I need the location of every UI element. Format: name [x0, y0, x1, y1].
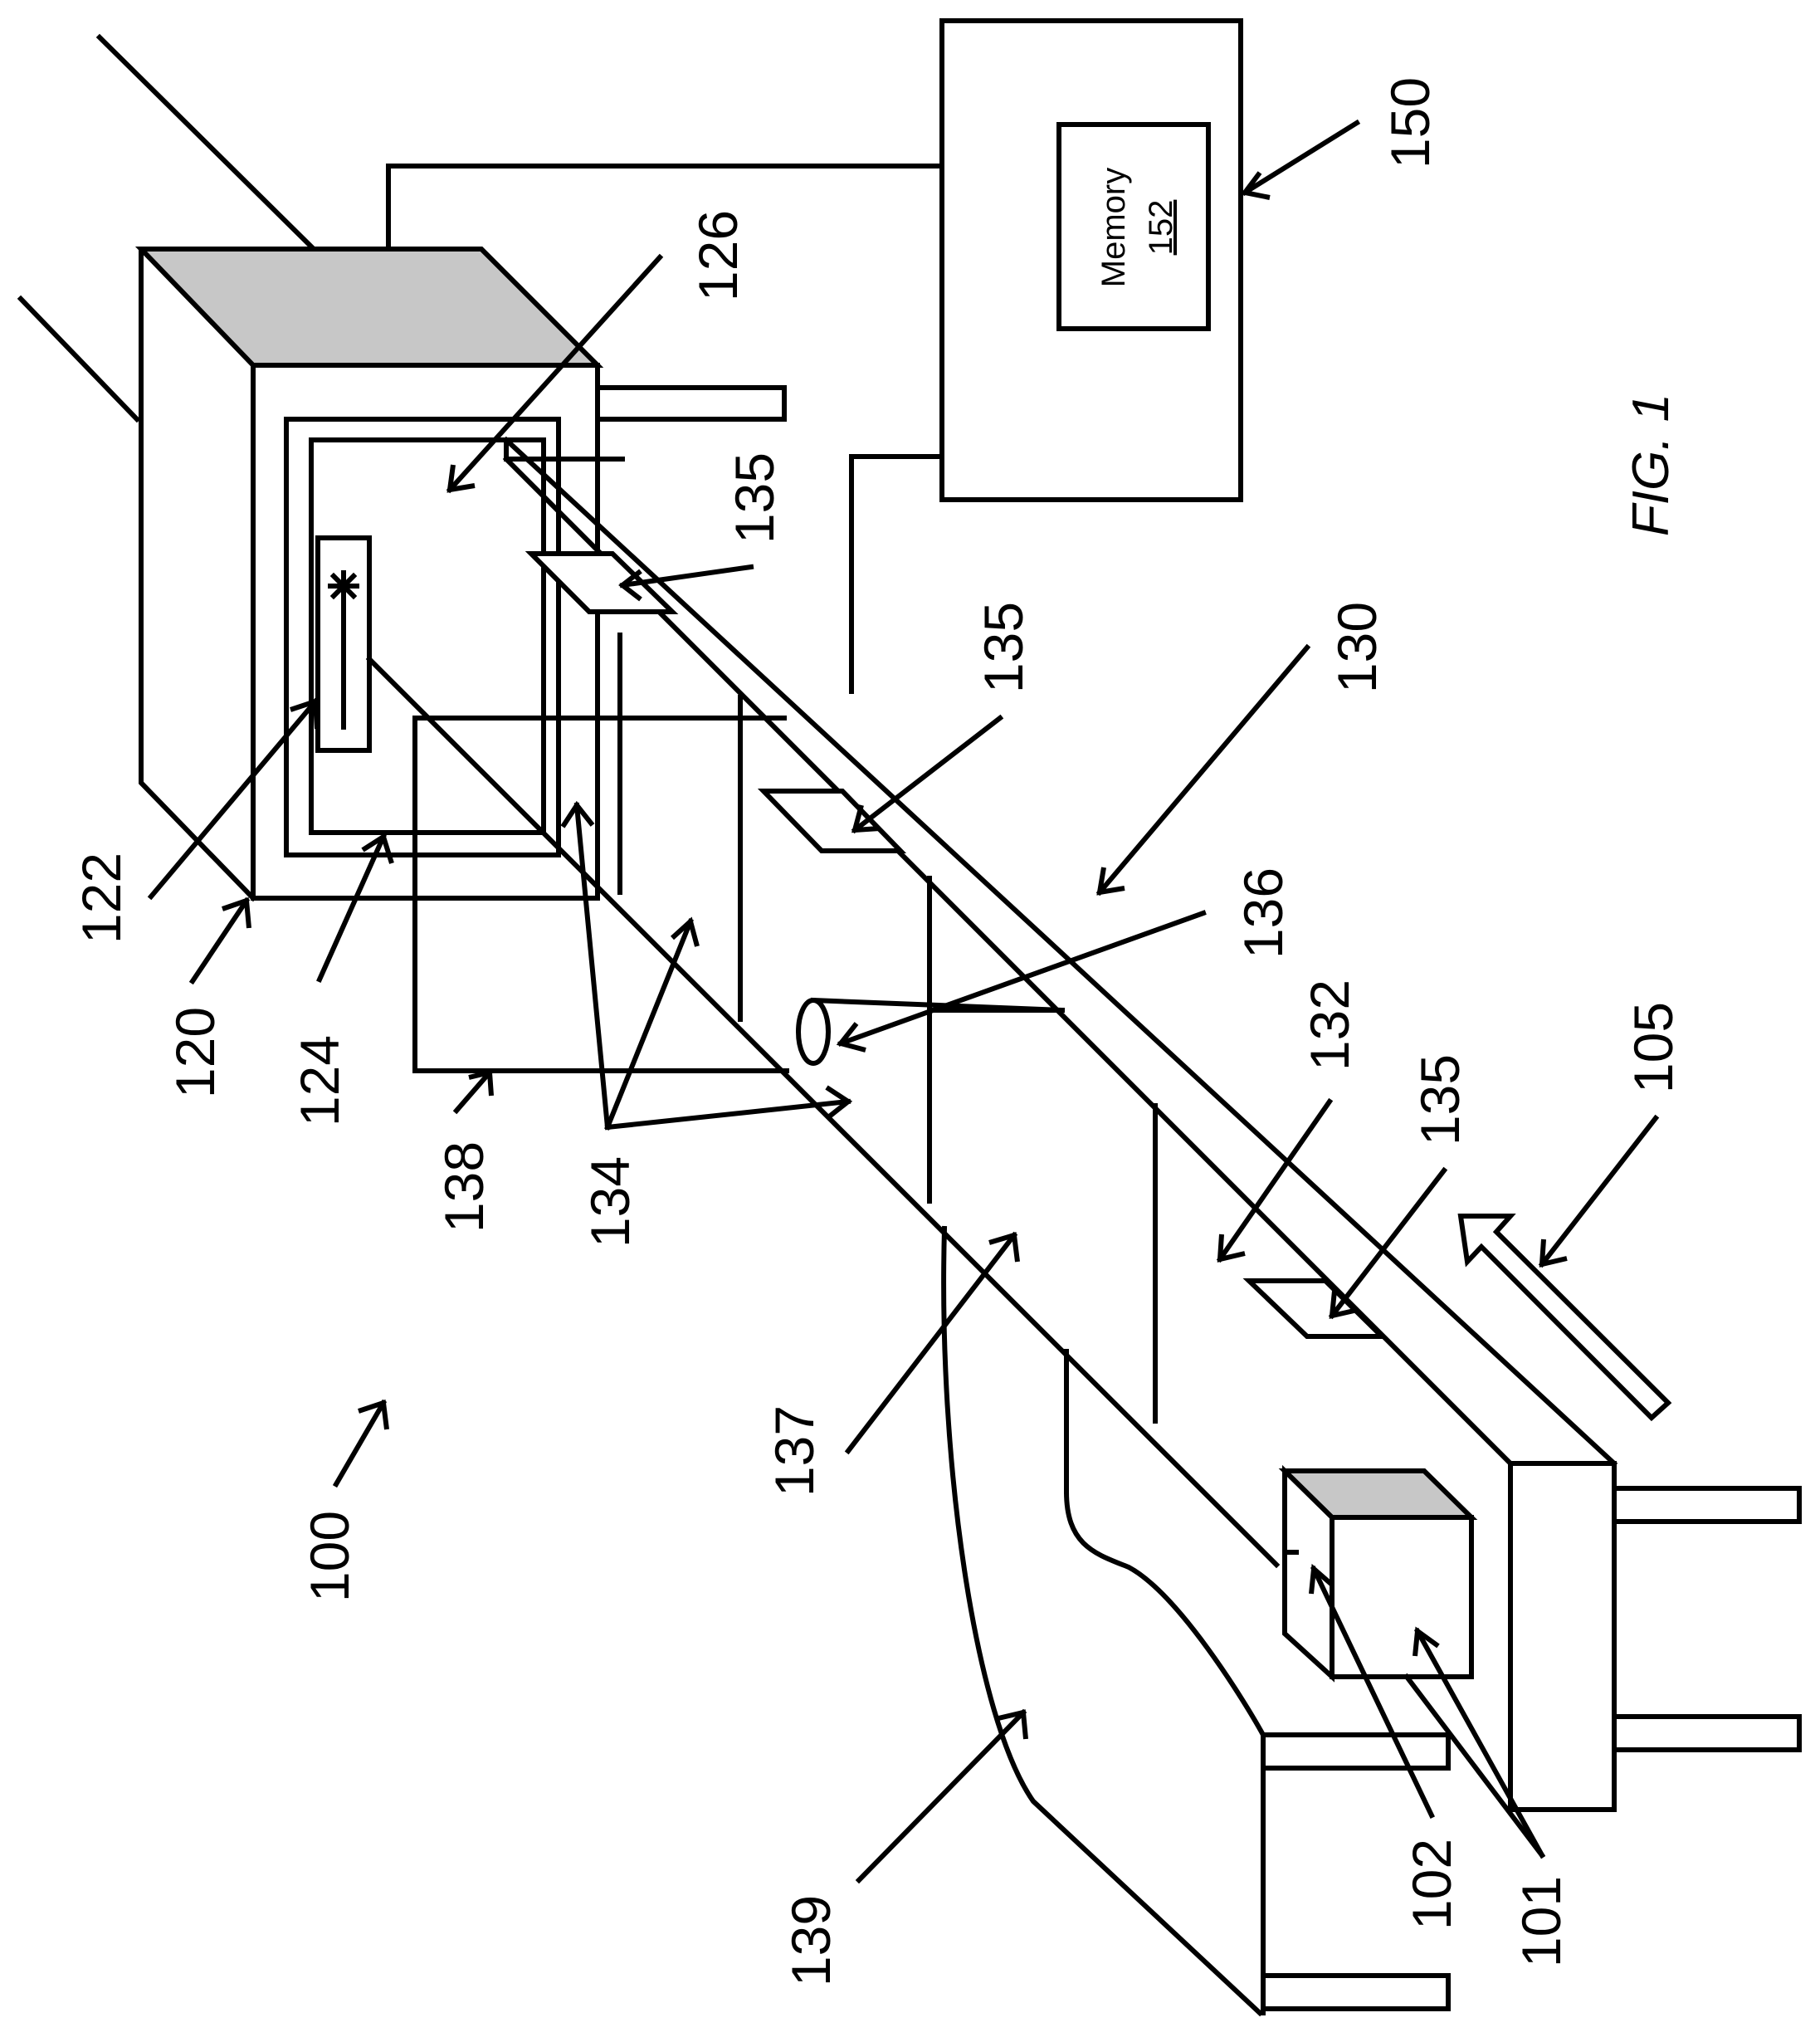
label-135-middle: 135 — [973, 602, 1034, 693]
memory-ref: 152 — [1143, 200, 1179, 256]
label-100: 100 — [299, 1511, 360, 1602]
memory-label: Memory — [1095, 168, 1132, 287]
conveyor — [369, 440, 1799, 1810]
label-101: 101 — [1510, 1876, 1572, 1967]
label-139: 139 — [780, 1895, 842, 1986]
label-124: 124 — [289, 1035, 350, 1126]
label-120: 120 — [164, 1007, 226, 1098]
figure-caption: FIG. 1 — [1622, 393, 1680, 536]
label-130: 130 — [1326, 602, 1388, 693]
label-102: 102 — [1401, 1839, 1462, 1930]
label-136: 136 — [1232, 867, 1294, 959]
label-150: 150 — [1379, 77, 1441, 169]
label-135-lower: 135 — [1409, 1054, 1471, 1146]
direction-arrow — [1461, 1216, 1668, 1418]
memory-box — [1059, 125, 1208, 329]
chamber-frame — [286, 419, 559, 855]
label-138: 138 — [433, 1141, 495, 1233]
label-126: 126 — [687, 210, 749, 301]
label-132: 132 — [1299, 979, 1360, 1071]
label-137: 137 — [764, 1405, 825, 1497]
label-135-upper: 135 — [724, 452, 785, 544]
label-105: 105 — [1622, 1002, 1684, 1093]
label-122: 122 — [71, 852, 132, 944]
label-134: 134 — [579, 1156, 641, 1248]
controller-box: Memory 152 — [942, 21, 1241, 500]
